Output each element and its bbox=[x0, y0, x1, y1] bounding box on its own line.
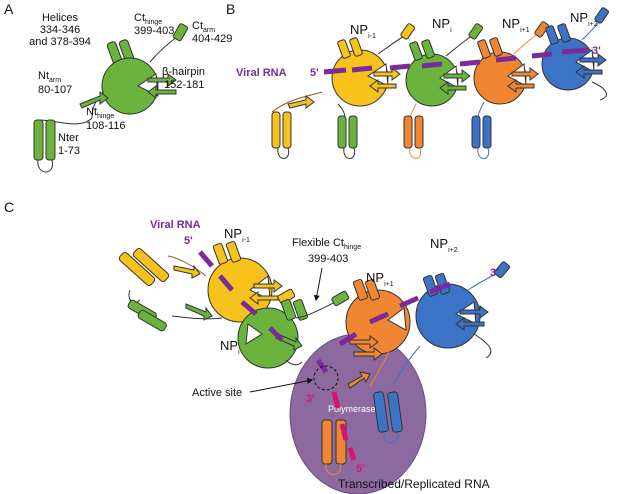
hairpin-range: 152-181 bbox=[164, 79, 204, 91]
viral-rna-b bbox=[323, 47, 589, 75]
panel-label-b: B bbox=[226, 1, 235, 17]
five-prime-top-c: 5' bbox=[184, 235, 193, 247]
np-subunit-c-blue bbox=[373, 261, 511, 443]
np-subunit-c-orange bbox=[321, 278, 411, 475]
np-subunit-b-yellow bbox=[271, 23, 416, 159]
np-monomer-a bbox=[33, 23, 189, 173]
flex-hinge-arrow bbox=[313, 267, 323, 302]
nt-arm-range: 80-107 bbox=[38, 84, 72, 96]
three-prime-right-c: 3' bbox=[490, 267, 499, 279]
nt-arm-label: Ntarm bbox=[38, 70, 61, 84]
five-prime-b: 5' bbox=[310, 67, 319, 79]
np-label-b-2: NPi bbox=[432, 16, 452, 34]
flex-hinge-range: 399-403 bbox=[308, 253, 348, 265]
hairpin-label: β-hairpin bbox=[162, 66, 205, 78]
np-label-c-4: NPi+2 bbox=[430, 236, 458, 254]
viral-rna-label-b: Viral RNA bbox=[236, 67, 287, 79]
panel-label-c: C bbox=[4, 199, 14, 215]
active-site-circle bbox=[313, 365, 339, 391]
np-label-c-1: NPi-1 bbox=[224, 226, 250, 244]
transcribed-rna-c bbox=[331, 391, 357, 461]
helices-title: Helices bbox=[42, 12, 79, 24]
flex-hinge-label: Flexible Cthinge bbox=[292, 237, 361, 251]
helices-range-1: 334-346 bbox=[40, 24, 80, 36]
np-subunit-c-green bbox=[237, 290, 350, 369]
np-subunit-b-orange bbox=[403, 21, 550, 159]
polymerase-label: Polymerase bbox=[328, 404, 376, 414]
active-site-arrow bbox=[249, 377, 314, 393]
nt-hinge-range: 108-116 bbox=[86, 120, 126, 132]
three-prime-b: 3' bbox=[592, 45, 601, 57]
panel-label-a: A bbox=[4, 1, 14, 17]
nter-label: Nter bbox=[58, 132, 79, 144]
np-label-b-3: NPi+1 bbox=[502, 16, 530, 34]
transcribed-rna-label: Transcribed/Replicated RNA bbox=[338, 477, 490, 491]
nt-hinge-label: Nthinge bbox=[86, 106, 114, 120]
np-subunit-c-yellow bbox=[118, 240, 296, 332]
np-label-b-4: NPi+2 bbox=[570, 10, 598, 28]
ct-arm-label: Ctarm bbox=[192, 20, 215, 34]
ct-arm-range: 404-429 bbox=[192, 33, 232, 45]
ct-hinge-range: 399-403 bbox=[134, 25, 174, 37]
np-label-c-2: NPi bbox=[220, 338, 240, 356]
helices-range-2: and 378-394 bbox=[29, 36, 91, 48]
np-label-c-3: NPi+1 bbox=[366, 270, 394, 288]
three-prime-pol-c: 3' bbox=[306, 393, 315, 405]
np-label-b-1: NPi-1 bbox=[350, 22, 376, 40]
five-prime-bottom-c: 5' bbox=[356, 463, 365, 475]
nter-range: 1-73 bbox=[58, 145, 80, 157]
ct-hinge-label: Cthinge bbox=[134, 12, 162, 26]
viral-rna-label-c: Viral RNA bbox=[150, 219, 201, 231]
np-subunit-b-green bbox=[337, 23, 484, 159]
active-site-label: Active site bbox=[192, 387, 242, 399]
viral-rna-c bbox=[198, 250, 451, 374]
